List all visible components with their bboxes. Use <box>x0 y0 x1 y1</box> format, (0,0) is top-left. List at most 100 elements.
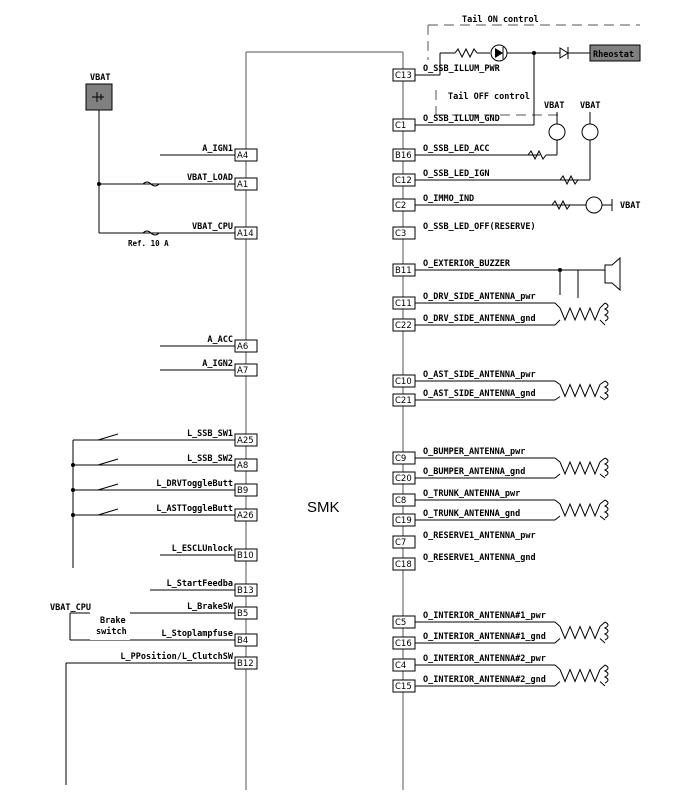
right-pin-c18: C18 O_RESERVE1_ANTENNA_gnd <box>392 553 536 571</box>
pin-box <box>392 68 416 82</box>
pin-label: C8 <box>395 496 406 506</box>
signal-label: O_SSB_LED_ACC <box>423 144 490 154</box>
pin-label: A14 <box>237 229 254 239</box>
led-acc-icon <box>548 123 566 141</box>
led-ign-icon <box>581 123 599 141</box>
fuse-icon <box>142 230 160 236</box>
pin-box <box>392 263 416 277</box>
pin-label: A4 <box>237 151 248 161</box>
vbat-immo-label: VBAT <box>620 201 640 211</box>
signal-label: O_INTERIOR_ANTENNA#2_gnd <box>423 675 546 685</box>
tail-on-label: Tail ON control <box>462 14 539 25</box>
antenna-coils <box>415 302 609 687</box>
pin-box <box>392 198 416 212</box>
pin-label: C2 <box>395 201 406 211</box>
signal-label: L_DRVToggleButt <box>156 479 233 489</box>
rheostat-box <box>589 44 641 62</box>
right-pin-c11: C11 O_DRV_SIDE_ANTENNA_pwr <box>392 292 536 310</box>
right-pin-c2: C2O_IMMO_IND <box>392 194 474 212</box>
immo-led-icon <box>585 196 603 214</box>
pin-box <box>234 177 258 191</box>
pin-box <box>234 633 258 647</box>
signal-label: O_SSB_ILLUM_GND <box>423 114 500 124</box>
pin-label: C11 <box>395 299 412 309</box>
resistor-icon <box>454 47 478 59</box>
left-pin-b9: B9L_DRVToggleButt <box>156 479 258 497</box>
left-pin-a1: A1 VBAT_LOAD <box>187 173 258 191</box>
signal-label: O_BUMPER_ANTENNA_gnd <box>423 467 525 477</box>
signal-label: L_PPosition/L_ClutchSW <box>120 651 233 662</box>
signal-label: O_DRV_SIDE_ANTENNA_pwr <box>423 292 536 302</box>
antenna-coil-icon <box>415 302 609 326</box>
signal-label: O_AST_SIDE_ANTENNA_gnd <box>423 389 536 399</box>
pin-box <box>234 583 258 597</box>
pin-label: A1 <box>237 180 248 190</box>
pin-box <box>392 148 416 162</box>
battery-icon: VBAT <box>85 73 113 233</box>
signal-label: L_SSB_SW1 <box>187 429 233 439</box>
right-pin-c4: C4O_INTERIOR_ANTENNA#2_pwr <box>392 654 546 672</box>
signal-label: VBAT_LOAD <box>187 173 233 183</box>
pin-label: C12 <box>395 176 412 186</box>
pin-label: A25 <box>237 436 254 446</box>
signal-label: O_AST_SIDE_ANTENNA_pwr <box>423 370 536 380</box>
fuse-ref-label: Ref. 10 A <box>128 239 169 248</box>
pin-box <box>234 339 258 353</box>
pin-label: C10 <box>395 377 412 387</box>
left-pin-b5: B5L_BrakeSW <box>187 602 258 620</box>
right-pin-c7: C7O_RESERVE1_ANTENNA_pwr <box>392 531 536 549</box>
signal-label: A_ACC <box>207 335 233 345</box>
right-pin-c10: C10 O_AST_SIDE_ANTENNA_pwr <box>392 370 536 388</box>
pin-label: C18 <box>395 560 412 570</box>
pin-label: C21 <box>395 396 412 406</box>
signal-label: O_RESERVE1_ANTENNA_gnd <box>423 553 536 563</box>
signal-label: O_TRUNK_ANTENNA_pwr <box>423 489 520 499</box>
vbat-led2-label: VBAT <box>580 101 600 111</box>
pin-label: C4 <box>395 661 406 671</box>
pin-box <box>392 173 416 187</box>
switch-label: switch <box>96 626 127 637</box>
pin-label: B4 <box>237 636 248 646</box>
pin-box <box>234 148 258 162</box>
signal-label: A_IGN2 <box>202 359 233 369</box>
pin-label: C1 <box>395 121 406 131</box>
right-pin-c3: C3O_SSB_LED_OFF(RESERVE) <box>392 222 536 240</box>
left-pin-list: A4A_IGN1A1VBAT_LOADA14VBAT_CPUA6A_ACCA7A… <box>120 144 258 670</box>
left-pin-a8: A8L_SSB_SW2 <box>187 454 258 472</box>
antenna-coil-icon <box>415 380 609 401</box>
signal-label: L_Stoplampfuse <box>161 629 233 639</box>
pin-box <box>234 458 258 472</box>
signal-label: L_BrakeSW <box>187 602 234 612</box>
right-pin-c1: C1 O_SSB_ILLUM_GND <box>392 114 500 132</box>
pin-label: A8 <box>237 461 248 471</box>
pin-box <box>234 483 258 497</box>
right-pin-c9: C9O_BUMPER_ANTENNA_pwr <box>392 447 525 465</box>
signal-label: O_INTERIOR_ANTENNA#1_pwr <box>423 611 546 621</box>
pin-box <box>392 535 416 549</box>
pin-label: C5 <box>395 618 406 628</box>
antenna-coil-icon <box>415 621 609 644</box>
signal-label: O_SSB_ILLUM_PWR <box>423 64 501 74</box>
right-pin-c21: C21 O_AST_SIDE_ANTENNA_gnd <box>392 389 536 407</box>
pin-label: C19 <box>395 516 412 526</box>
pin-box <box>234 226 258 240</box>
pin-label: A6 <box>237 342 248 352</box>
pin-box <box>392 557 416 571</box>
vbat-cpu-label: VBAT_CPU <box>50 603 91 613</box>
module-label: SMK <box>307 499 340 516</box>
pin-label: C3 <box>395 229 406 239</box>
vbat-led1-label: VBAT <box>544 101 564 111</box>
